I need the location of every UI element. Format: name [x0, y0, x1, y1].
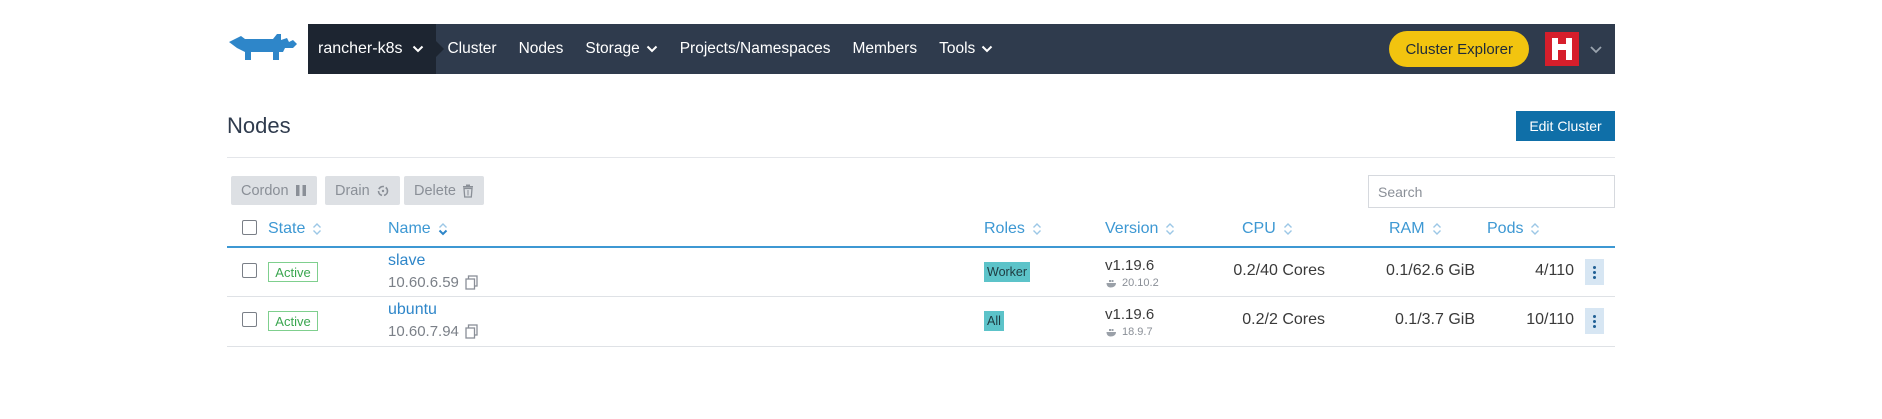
sort-icon — [1032, 223, 1041, 235]
nav-item-tools[interactable]: Tools — [928, 24, 1004, 74]
docker-version-text: 18.9.7 — [1122, 326, 1153, 338]
nav-item-label: Storage — [585, 40, 640, 57]
refresh-icon — [377, 185, 388, 196]
rancher-logo-icon[interactable] — [227, 30, 299, 70]
sort-icon — [313, 223, 322, 235]
row-actions-menu-button[interactable] — [1585, 259, 1604, 285]
nav-item-label: Members — [852, 40, 918, 57]
docker-whale-icon — [1106, 279, 1116, 287]
row-divider — [227, 296, 1615, 297]
select-all-checkbox[interactable] — [242, 220, 257, 235]
sort-desc-icon — [438, 223, 447, 236]
delete-label: Delete — [414, 182, 456, 199]
docker-whale-icon — [1106, 328, 1116, 336]
cordon-label: Cordon — [241, 182, 289, 199]
kebab-dot — [1593, 314, 1596, 318]
nav-item-label: Projects/Namespaces — [679, 40, 831, 57]
column-header-label: Name — [388, 220, 431, 237]
drain-label: Drain — [335, 182, 370, 199]
pause-icon — [295, 185, 306, 196]
row-checkbox[interactable] — [242, 263, 257, 278]
docker-version: 20.10.2 — [1106, 277, 1159, 289]
nav-item-label: Tools — [939, 40, 976, 57]
ram-value: 0.1/3.7 GiB — [1394, 311, 1475, 328]
nav-item-members[interactable]: Members — [841, 24, 928, 74]
column-header-label: Version — [1105, 220, 1159, 237]
drain-button[interactable]: Drain — [325, 176, 400, 205]
column-header-label: Pods — [1487, 220, 1524, 237]
cluster-switcher[interactable]: rancher-k8s — [308, 24, 446, 74]
chevron-down-icon — [646, 45, 657, 53]
cluster-explorer-button[interactable]: Cluster Explorer — [1389, 31, 1529, 67]
nav-item-projects-namespaces[interactable]: Projects/Namespaces — [669, 24, 842, 74]
nav-item-label: Cluster — [447, 40, 497, 57]
chevron-down-icon — [413, 45, 424, 53]
nav-item-cluster[interactable]: Cluster — [436, 24, 507, 74]
cordon-button[interactable]: Cordon — [231, 176, 317, 205]
kebab-dot — [1593, 270, 1596, 274]
edit-cluster-button[interactable]: Edit Cluster — [1516, 111, 1615, 141]
cluster-name: rancher-k8s — [318, 40, 403, 57]
node-ip: 10.60.7.94 — [388, 323, 478, 340]
title-divider — [227, 157, 1615, 158]
avatar-identicon — [1545, 32, 1579, 66]
sort-icon — [1283, 223, 1292, 235]
main-navbar: rancher-k8s Cluster Nodes Storage Projec… — [308, 24, 1615, 74]
docker-version: 18.9.7 — [1106, 326, 1153, 338]
user-avatar[interactable] — [1545, 32, 1579, 66]
column-header-label: CPU — [1242, 220, 1276, 237]
role-badge: All — [984, 311, 1004, 331]
column-header-ram[interactable]: RAM — [1389, 220, 1442, 238]
column-header-name[interactable]: Name — [388, 220, 448, 238]
row-divider — [227, 346, 1615, 347]
cpu-value: 0.2/40 Cores — [1233, 262, 1325, 279]
docker-version-text: 20.10.2 — [1122, 277, 1159, 289]
kebab-dot — [1593, 319, 1596, 323]
kebab-dot — [1593, 265, 1596, 269]
status-badge: Active — [268, 262, 318, 282]
kubernetes-version: v1.19.6 — [1105, 257, 1155, 274]
table-header-rule — [227, 246, 1615, 248]
delete-button[interactable]: Delete — [404, 176, 484, 205]
top-header: rancher-k8s Cluster Nodes Storage Projec… — [0, 0, 1882, 86]
ram-value: 0.1/62.6 GiB — [1386, 262, 1475, 279]
clipboard-icon[interactable] — [465, 324, 478, 339]
node-name-link[interactable]: slave — [388, 252, 426, 269]
role-badge: Worker — [984, 262, 1031, 282]
column-header-version[interactable]: Version — [1105, 220, 1175, 238]
kebab-dot — [1593, 324, 1596, 328]
row-checkbox[interactable] — [242, 312, 257, 327]
status-badge: Active — [268, 311, 318, 331]
column-header-state[interactable]: State — [268, 220, 322, 238]
sort-icon — [1166, 223, 1175, 235]
pods-value: 10/110 — [1526, 311, 1574, 328]
nav-item-storage[interactable]: Storage — [574, 24, 668, 74]
nav-item-label: Nodes — [518, 40, 564, 57]
node-ip-text: 10.60.7.94 — [388, 323, 459, 340]
node-ip-text: 10.60.6.59 — [388, 274, 459, 291]
node-ip: 10.60.6.59 — [388, 274, 478, 291]
pods-value: 4/110 — [1535, 262, 1574, 279]
row-actions-menu-button[interactable] — [1585, 308, 1604, 334]
search-input[interactable] — [1368, 175, 1615, 208]
kubernetes-version: v1.19.6 — [1105, 306, 1155, 323]
trash-icon — [462, 184, 473, 198]
chevron-down-icon — [982, 45, 993, 53]
cpu-value: 0.2/2 Cores — [1242, 311, 1325, 328]
chevron-down-icon[interactable] — [1589, 42, 1603, 56]
column-header-cpu[interactable]: CPU — [1242, 220, 1293, 238]
sort-icon — [1531, 223, 1540, 235]
page-title: Nodes — [227, 113, 291, 138]
column-header-pods[interactable]: Pods — [1487, 220, 1540, 238]
node-name-link[interactable]: ubuntu — [388, 301, 437, 318]
column-header-roles[interactable]: Roles — [984, 220, 1042, 238]
clipboard-icon[interactable] — [465, 275, 478, 290]
column-header-label: RAM — [1389, 220, 1425, 237]
sort-icon — [1432, 223, 1441, 235]
column-header-label: State — [268, 220, 306, 237]
nav-item-nodes[interactable]: Nodes — [508, 24, 575, 74]
kebab-dot — [1593, 275, 1596, 279]
column-header-label: Roles — [984, 220, 1025, 237]
